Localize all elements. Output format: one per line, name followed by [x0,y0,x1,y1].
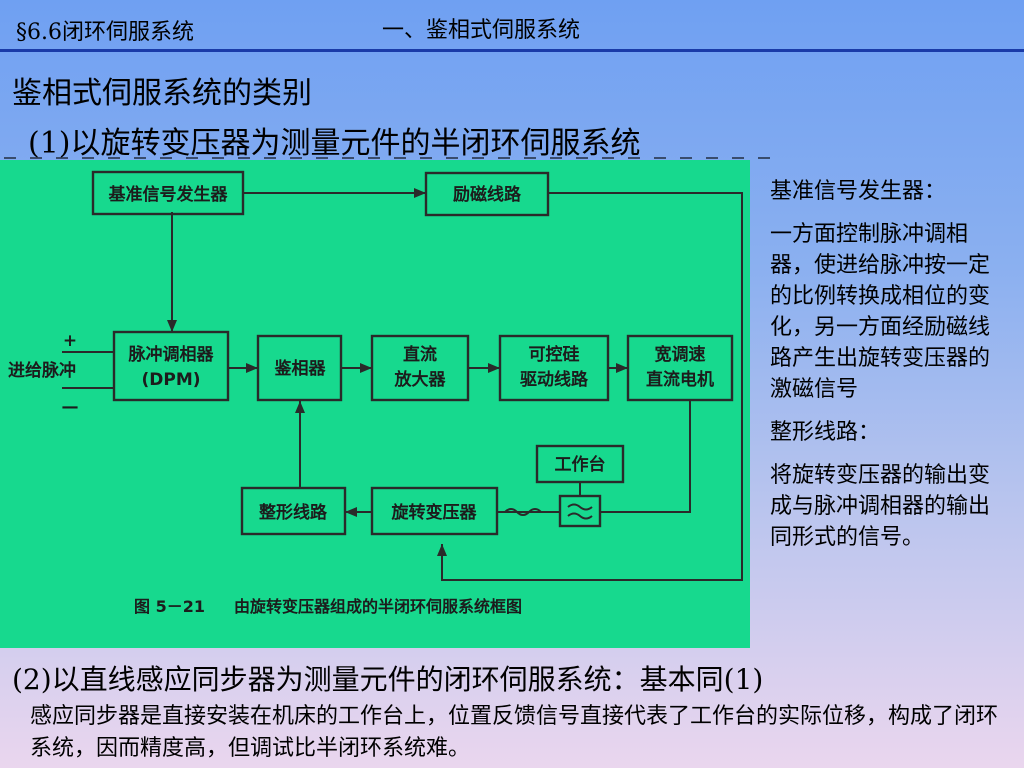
arrow-resolver-shaping [345,507,357,517]
svg-text:驱动线路: 驱动线路 [520,369,589,390]
arrow-ref-excite [414,188,426,198]
side-notes: 基准信号发生器： 一方面控制脉冲调相器，使进给脉冲按一定的比例转换成相位的变化，… [770,176,1010,565]
svg-text:宽调速: 宽调速 [655,344,706,365]
box-phase-detector: 鉴相器 [256,334,343,402]
box-pulse-phase-modulator: 脉冲调相器 (DPM) [112,330,230,402]
slide-title: 鉴相式伺服系统的类别 [12,76,312,111]
box-excitation: 励磁线路 [424,171,550,217]
arrow-amp-scr [488,363,500,373]
block-diagram: 基准信号发生器 励磁线路 脉冲调相器 (DPM) 鉴相器 直流 放大器 可控硅 … [0,160,750,648]
arrow-shaping-phase [295,401,305,413]
box-shaping: 整形线路 [240,486,347,536]
svg-text:工作台: 工作台 [555,454,606,475]
input-minus-sign: — [62,397,79,417]
wire-excite-to-resolver [441,192,743,581]
svg-text:可控硅: 可控硅 [529,344,580,365]
arrow-scr-motor [616,363,628,373]
section-title: §6.6闭环伺服系统 [16,20,194,45]
arrow-excite-resolver [437,544,447,556]
box-dc-motor: 宽调速 直流电机 [626,334,734,402]
box-resolver: 旋转变压器 [370,486,499,536]
svg-text:直流: 直流 [403,344,437,365]
box-ref-generator: 基准信号发生器 [91,170,245,216]
block-diagram-svg: 基准信号发生器 励磁线路 脉冲调相器 (DPM) 鉴相器 直流 放大器 可控硅 … [8,170,743,616]
coupling-symbol [567,503,593,520]
item-2-note: 感应同步器是直接安装在机床的工作台上，位置反馈信号直接代表了工作台的实际位移，构… [30,704,999,761]
side-desc-ref-gen: 一方面控制脉冲调相器，使进给脉冲按一定的比例转换成相位的变化，另一方面经励磁线路… [770,222,991,402]
side-term-ref-gen: 基准信号发生器： [770,179,947,204]
svg-text:旋转变压器: 旋转变压器 [391,502,478,523]
wire-coupling-wave [504,508,542,516]
box-worktable: 工作台 [535,444,625,484]
figure-caption: 由旋转变压器组成的半闭环伺服系统框图 [234,597,522,616]
slide-header: §6.6闭环伺服系统 一、鉴相式伺服系统 [0,0,1024,52]
input-plus-sign: + [63,331,77,351]
side-term-shaping: 整形线路： [770,420,881,445]
box-coupling [558,494,602,528]
wire-motor-to-table [600,400,691,513]
svg-text:脉冲调相器: 脉冲调相器 [128,344,215,365]
side-desc-shaping: 将旋转变压器的输出变成与脉冲调相器的输出同形式的信号。 [770,463,991,550]
item-1-heading: (1)以旋转变压器为测量元件的半闭环伺服系统 [28,126,641,161]
figure-number: 图 5－21 [134,597,205,616]
header-rule [0,49,1024,52]
svg-text:基准信号发生器: 基准信号发生器 [108,184,229,205]
item-2-heading: (2)以直线感应同步器为测量元件的闭环伺服系统：基本同(1) [12,663,764,696]
svg-text:励磁线路: 励磁线路 [453,184,522,205]
svg-text:(DPM): (DPM) [141,370,200,390]
subsection-title: 一、鉴相式伺服系统 [382,18,581,43]
box-dc-amplifier: 直流 放大器 [370,334,470,402]
scan-artifact-line [4,145,814,159]
svg-text:鉴相器: 鉴相器 [274,358,327,379]
box-scr-driver: 可控硅 驱动线路 [498,334,610,402]
arrow-phase-amp [360,363,372,373]
input-label: 进给脉冲 [8,360,76,381]
svg-text:直流电机: 直流电机 [646,369,714,390]
svg-text:放大器: 放大器 [394,369,447,390]
arrow-dpm-phase [246,363,258,373]
svg-text:整形线路: 整形线路 [259,502,328,523]
arrow-ref-dpm [167,320,177,332]
